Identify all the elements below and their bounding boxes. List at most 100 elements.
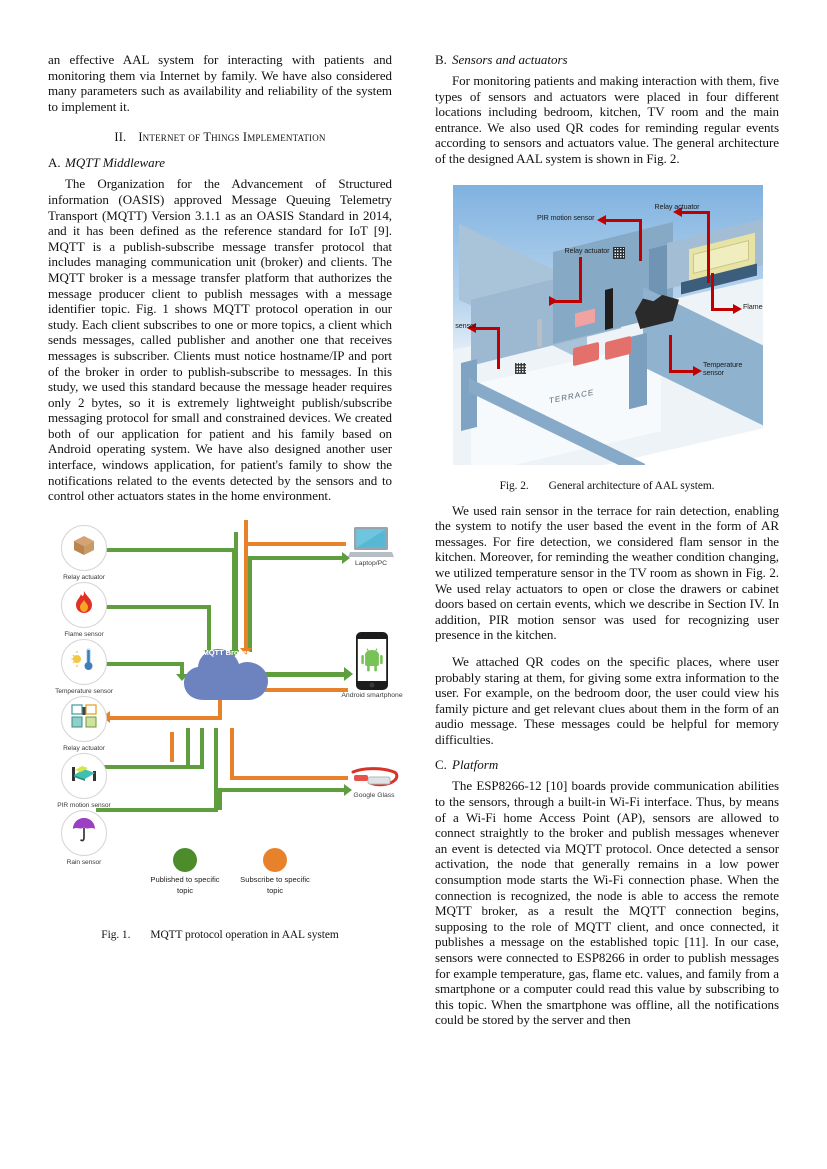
- arrowhead-publish-1: [228, 649, 240, 657]
- flame-icon: [73, 590, 95, 619]
- annotation-rain-sensor: Rain sensor: [453, 320, 477, 330]
- subsection-letter-a: A.: [48, 155, 61, 171]
- arrow-pir-horizontal: [605, 218, 642, 222]
- node-relay-actuator-1: [61, 524, 107, 571]
- paragraph-platform: The ESP8266-12 [10] boards provide commu…: [435, 778, 779, 1028]
- node-label-relay-actuator-1: Relay actuator: [63, 573, 105, 581]
- subsection-heading-c: C. Platform: [435, 757, 779, 773]
- subsection-title-b: Sensors and actuators: [452, 52, 568, 67]
- wire-publish-5b: [214, 727, 218, 812]
- wire-subscribe-glass: [230, 775, 348, 780]
- paragraph-mqtt: The Organization for the Advancement of …: [48, 176, 392, 504]
- arrow-relay-left-vertical: [579, 256, 582, 303]
- umbrella-rain-icon: [71, 817, 97, 848]
- wire-subscribe-3: [230, 727, 234, 780]
- legend-label-subscribe: Subscribe to specific topic: [240, 874, 310, 895]
- legend-dot-publish: [173, 847, 197, 872]
- figure-2-caption-text: General architecture of AAL system.: [548, 479, 715, 492]
- figure-1: MQTT Broker Relay actuator Flame sensor …: [48, 519, 403, 920]
- wire-publish-1: [96, 547, 236, 552]
- arrowhead-temperature: [693, 365, 702, 376]
- arrowhead-flame: [733, 303, 742, 314]
- device-label-google-glass: Google Glass: [353, 791, 395, 799]
- subsection-title-a: MQTT Middleware: [65, 155, 166, 171]
- paragraph-sensors: For monitoring patients and making inter…: [435, 73, 779, 166]
- mqtt-broker-cloud: [184, 648, 268, 702]
- wall-tv-room: [629, 332, 647, 409]
- node-flame-sensor: [61, 581, 107, 628]
- section-title: Internet of Things Implementation: [138, 130, 326, 145]
- node-rain-sensor: [61, 809, 107, 856]
- wire-publish-2b: [207, 604, 211, 652]
- person-figure: [537, 318, 542, 348]
- legend-label-publish: Published to specific topic: [150, 874, 220, 895]
- arrowhead-relay-right: [673, 206, 682, 217]
- thermometer-sun-icon: [71, 646, 97, 677]
- arrow-pir-vertical: [639, 218, 642, 261]
- qr-code-entrance: [515, 362, 526, 374]
- right-column: B. Sensors and actuators For monitoring p…: [435, 52, 779, 1028]
- wire-subscribe-laptop: [244, 541, 346, 546]
- device-label-laptop: Laptop/PC: [354, 559, 388, 567]
- subsection-heading-a: A.MQTT Middleware: [48, 155, 392, 171]
- figure-2-number: Fig. 2.: [499, 479, 529, 492]
- arrow-rain-vertical: [497, 326, 500, 369]
- wire-subscribe-relay: [110, 715, 222, 720]
- annotation-relay-actuator-left: Relay actuator: [564, 245, 610, 255]
- figure-2-render: PIR motion sensor Relay actuator Relay a…: [453, 184, 763, 465]
- wire-publish-4b: [200, 727, 204, 769]
- cardboard-box-icon: [72, 534, 96, 561]
- device-laptop: [348, 526, 394, 563]
- device-google-glass: [350, 766, 400, 797]
- arrowhead-publish-3: [176, 673, 188, 681]
- node-pir-motion-sensor: [61, 752, 107, 799]
- wire-publish-6: [186, 727, 190, 768]
- subsection-letter-c: C.: [435, 757, 447, 773]
- annotation-pir-motion-sensor: PIR motion sensor: [537, 212, 595, 222]
- node-relay-actuator-2: [61, 695, 107, 742]
- wire-subscribe-relay-b: [218, 691, 222, 720]
- node-label-rain-sensor: Rain sensor: [66, 858, 102, 866]
- wire-subscribe-phone: [260, 687, 348, 692]
- smart-glasses-icon: [350, 766, 400, 796]
- mqtt-broker-label: MQTT Broker: [202, 647, 250, 657]
- wire-publish-3b: [180, 661, 184, 676]
- arrow-flame-horizontal: [711, 307, 735, 311]
- wire-publish-4: [96, 764, 204, 769]
- annotation-temperature-sensor: Temperature sensor: [703, 359, 743, 378]
- wire-publish-2: [96, 604, 211, 609]
- figure-2: PIR motion sensor Relay actuator Relay a…: [435, 181, 779, 471]
- device-android-phone: [356, 631, 388, 695]
- figure-1-caption-text: MQTT protocol operation in AAL system: [150, 928, 339, 941]
- left-column: an effective AAL system for interacting …: [48, 52, 403, 952]
- wire-device-glass: [218, 787, 348, 792]
- wire-publish-3: [96, 661, 184, 666]
- arrow-relay-right-vertical: [707, 210, 710, 283]
- arrow-relay-right-horizontal: [681, 210, 710, 214]
- annotation-relay-actuator-right: Relay actuator: [654, 201, 700, 211]
- wire-publish-5: [96, 807, 218, 812]
- paragraph-rain-sensor: We used rain sensor in the terrace for r…: [435, 502, 779, 643]
- figure-1-caption: Fig. 1.MQTT protocol operation in AAL sy…: [48, 929, 392, 941]
- arrowhead-subscribe-1: [240, 647, 252, 655]
- node-label-flame-sensor: Flame sensor: [64, 630, 104, 638]
- section-heading: II. Internet of Things Implementation: [48, 130, 392, 145]
- arrowhead-relay-left: [549, 295, 558, 306]
- subsection-heading-b: B. Sensors and actuators: [435, 52, 779, 68]
- subsection-title-c: Platform: [452, 757, 499, 773]
- wire-device-glass-a: [218, 787, 222, 810]
- paragraph-qr-codes: We attached QR codes on the specific pla…: [435, 653, 779, 747]
- arrow-relay-left-horizontal: [553, 299, 582, 303]
- section-numeral: II.: [114, 130, 127, 145]
- figure-2-caption: Fig. 2. General architecture of AAL syste…: [435, 480, 779, 492]
- subsection-letter-b: B.: [435, 52, 447, 67]
- node-label-relay-actuator-2: Relay actuator: [63, 744, 105, 752]
- arrowhead-rain: [467, 322, 476, 333]
- arrowhead-phone: [344, 666, 353, 681]
- cabinet-icon: [71, 704, 97, 733]
- qr-code-bedroom: [613, 246, 625, 259]
- legend-dot-subscribe: [263, 847, 287, 872]
- device-label-android-phone: Android smartphone: [341, 691, 403, 699]
- arrowhead-glass: [344, 783, 352, 796]
